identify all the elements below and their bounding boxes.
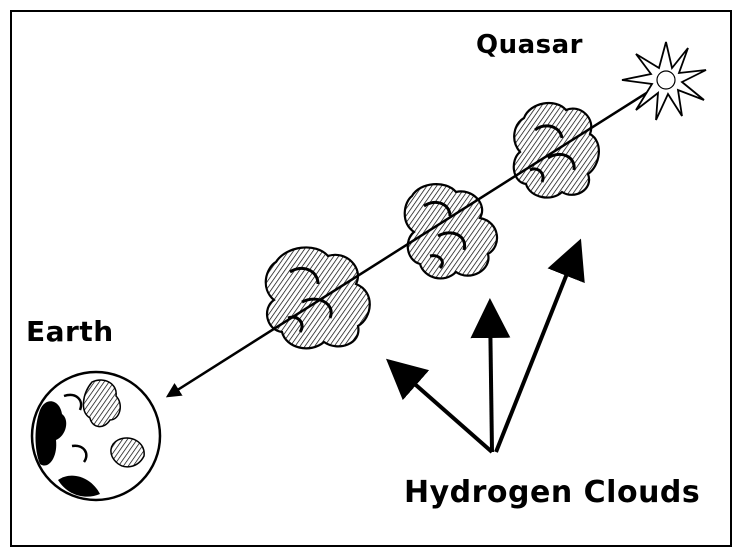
hydrogen-cloud-2-icon — [405, 184, 497, 278]
pointer-arrow-cloud-3 — [392, 364, 492, 452]
earth-label: Earth — [26, 315, 114, 348]
quasar-starburst-icon — [622, 42, 706, 120]
pointer-arrow-cloud-2 — [490, 306, 492, 452]
hydrogen-cloud-1-icon — [514, 103, 599, 198]
quasar-label: Quasar — [476, 30, 583, 60]
hydrogen-cloud-3-icon — [266, 247, 370, 348]
hydrogen-clouds-label: Hydrogen Clouds — [404, 475, 700, 510]
pointer-arrow-cloud-1 — [496, 246, 578, 452]
earth-globe-icon — [32, 372, 160, 500]
